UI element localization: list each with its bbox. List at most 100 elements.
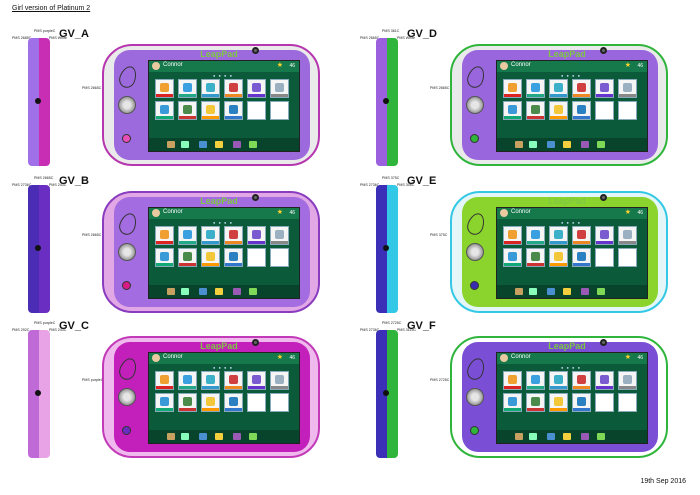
home-button-icon bbox=[466, 96, 484, 114]
app-icon bbox=[508, 252, 517, 261]
app-label-bar bbox=[225, 241, 242, 244]
pms-front-label: PMS 2665C bbox=[82, 86, 102, 90]
app-label-bar bbox=[156, 386, 173, 389]
app-tile bbox=[270, 79, 289, 98]
app-grid bbox=[503, 371, 637, 412]
star-count: 46 bbox=[289, 354, 295, 361]
app-tile bbox=[526, 226, 545, 245]
app-icon bbox=[577, 375, 586, 384]
app-icon bbox=[577, 83, 586, 92]
user-name: Connor bbox=[163, 62, 183, 68]
app-tile bbox=[618, 101, 637, 120]
app-label-bar bbox=[179, 386, 196, 389]
dock-icon bbox=[581, 433, 589, 440]
app-grid bbox=[155, 79, 289, 120]
app-tile bbox=[247, 79, 266, 98]
app-tile bbox=[549, 248, 568, 267]
app-tile bbox=[572, 393, 591, 412]
app-icon bbox=[229, 230, 238, 239]
app-label-bar bbox=[619, 241, 636, 244]
leaf-logo-icon bbox=[464, 63, 488, 91]
brand-logo: LeapPad bbox=[200, 49, 238, 59]
dock-icon bbox=[167, 288, 175, 295]
home-button-icon bbox=[466, 388, 484, 406]
brand-logo: LeapPad bbox=[200, 341, 238, 351]
small-button-icon bbox=[470, 281, 479, 290]
app-tile bbox=[503, 393, 522, 412]
app-tile bbox=[503, 371, 522, 390]
screen-dock bbox=[497, 430, 647, 443]
app-tile bbox=[572, 79, 591, 98]
app-tile bbox=[270, 101, 289, 120]
page-dots: ● ● ● ● bbox=[213, 73, 233, 78]
star-count: 46 bbox=[637, 209, 643, 216]
tablet-screen: Connor★46● ● ● ● bbox=[148, 207, 300, 299]
side-view bbox=[376, 185, 398, 313]
app-tile bbox=[247, 101, 266, 120]
leaf-logo-icon bbox=[464, 210, 488, 238]
app-tile bbox=[503, 79, 522, 98]
app-icon bbox=[229, 397, 238, 406]
screen-top-bar: Connor★46 bbox=[149, 61, 299, 72]
app-icon bbox=[183, 230, 192, 239]
app-tile bbox=[572, 248, 591, 267]
brand-logo: LeapPad bbox=[548, 196, 586, 206]
app-label-bar bbox=[550, 408, 567, 411]
user-name: Connor bbox=[511, 62, 531, 68]
camera-icon bbox=[252, 339, 259, 346]
app-tile bbox=[224, 371, 243, 390]
app-label-bar bbox=[202, 386, 219, 389]
app-label-bar bbox=[527, 94, 544, 97]
app-tile bbox=[549, 101, 568, 120]
dock-icon bbox=[563, 433, 571, 440]
side-left-panel bbox=[28, 330, 39, 458]
side-right-panel bbox=[39, 185, 50, 313]
app-label-bar bbox=[504, 241, 521, 244]
app-icon bbox=[183, 105, 192, 114]
side-right-panel bbox=[387, 330, 398, 458]
app-icon bbox=[531, 83, 540, 92]
dock-icon bbox=[597, 141, 605, 148]
star-icon: ★ bbox=[276, 62, 283, 69]
app-tile bbox=[270, 371, 289, 390]
camera-icon bbox=[600, 339, 607, 346]
app-tile bbox=[178, 226, 197, 245]
app-label-bar bbox=[550, 386, 567, 389]
star-icon: ★ bbox=[276, 209, 283, 216]
user-name: Connor bbox=[511, 209, 531, 215]
variant-label: GV_E bbox=[407, 175, 437, 187]
side-button-icon bbox=[35, 98, 41, 104]
app-label-bar bbox=[179, 408, 196, 411]
app-tile bbox=[247, 248, 266, 267]
app-tile bbox=[155, 79, 174, 98]
app-tile bbox=[503, 101, 522, 120]
variant-label: GV_F bbox=[407, 320, 436, 332]
app-tile bbox=[224, 101, 243, 120]
pms-left-label: PMS 2685C bbox=[12, 36, 32, 40]
app-tile bbox=[618, 371, 637, 390]
app-icon bbox=[508, 83, 517, 92]
app-label-bar bbox=[225, 94, 242, 97]
app-tile bbox=[247, 226, 266, 245]
app-label-bar bbox=[225, 386, 242, 389]
page-title: Girl version of Platinum 2 bbox=[12, 5, 91, 12]
app-tile bbox=[270, 248, 289, 267]
app-label-bar bbox=[573, 116, 590, 119]
app-label-bar bbox=[573, 263, 590, 266]
app-icon bbox=[554, 230, 563, 239]
app-icon bbox=[206, 397, 215, 406]
app-label-bar bbox=[156, 263, 173, 266]
app-tile bbox=[224, 226, 243, 245]
dock-icon bbox=[215, 433, 223, 440]
app-icon bbox=[600, 230, 609, 239]
app-label-bar bbox=[248, 94, 265, 97]
app-label-bar bbox=[504, 94, 521, 97]
camera-icon bbox=[252, 47, 259, 54]
app-tile bbox=[572, 371, 591, 390]
screen-dock bbox=[149, 285, 299, 298]
